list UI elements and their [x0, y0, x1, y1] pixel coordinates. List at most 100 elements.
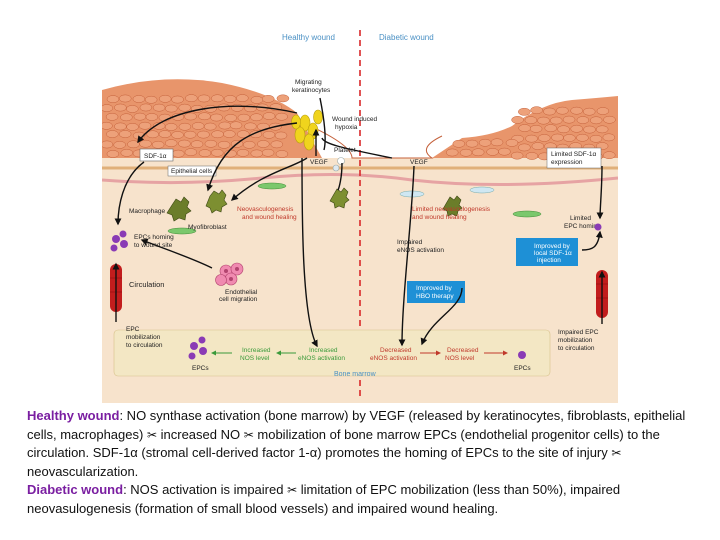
epidermis-cell [139, 103, 153, 112]
label-myofibroblast: Myofibroblast [188, 224, 227, 231]
epidermis-cell [486, 148, 499, 156]
label-epithelial-cells: Epithelial cells [171, 168, 213, 175]
epidermis-cell [133, 112, 147, 121]
epidermis-cell [102, 121, 113, 130]
epidermis-cell [236, 94, 249, 102]
limited-sdf-box [546, 147, 602, 169]
epidermis-cell [178, 103, 191, 112]
caption-diabetic-text-2: limitation of EPC mobilization (less tha… [27, 482, 621, 516]
epidermis-cell [595, 125, 609, 134]
epidermis-cell [576, 133, 589, 142]
epidermis-cell [518, 107, 531, 116]
epidermis-cell [178, 139, 191, 148]
epidermis-cell [114, 122, 127, 131]
epidermis-cell [459, 148, 473, 157]
platelet-icon [332, 157, 345, 172]
epidermis-cell [164, 123, 178, 131]
scissors-icon: ✂ [287, 483, 298, 497]
epidermis-cell [106, 150, 120, 158]
epidermis-cell [261, 148, 275, 157]
epidermis-cell [217, 140, 231, 149]
epidermis-cell [262, 130, 276, 139]
epidermis-cell [223, 130, 236, 138]
epidermis-cell [570, 124, 583, 133]
epc-cells-bone-marrow [188, 336, 526, 360]
epidermis-cell [276, 94, 290, 103]
label-bone-marrow: Bone marrow [334, 371, 377, 378]
epidermis-cell [603, 151, 616, 160]
epidermis-cell [445, 148, 459, 157]
epidermis-cell [158, 94, 172, 103]
epidermis-cell [603, 115, 616, 124]
epidermis-cell [172, 149, 185, 158]
epidermis-cell [244, 122, 257, 131]
scissors-icon: ✂ [146, 427, 158, 442]
epidermis-cell [190, 140, 204, 149]
epidermis-cell [120, 113, 133, 122]
epidermis-cell [198, 112, 211, 121]
wound-healing-diagram: Healthy wound Diabetic wound Migrating k… [102, 18, 618, 403]
epidermis-cell [118, 94, 132, 103]
info-box-hbo [407, 281, 465, 303]
label-decreased-enos: Decreased eNOS activation [370, 347, 417, 362]
epidermis-cell [118, 130, 132, 138]
epidermis-cell [511, 116, 524, 124]
label-improved-local-sdf: Improved by local SDF-1α injection [534, 243, 574, 264]
epidermis-cell [223, 95, 237, 103]
label-epcs-right: EPCs [514, 365, 531, 372]
epidermis-cell [185, 94, 198, 103]
caption-healthy-label: Healthy wound [27, 408, 120, 423]
label-endothelial-migration: Endothelial cell migration [219, 289, 259, 303]
epidermis-cell [152, 103, 166, 112]
caption: Healthy wound: NO synthase activation (b… [27, 407, 707, 518]
epidermis-cell [602, 133, 616, 142]
epidermis-cell [183, 130, 197, 139]
epidermis-cell [138, 121, 152, 130]
epidermis-cell [490, 138, 504, 147]
epidermis-cell [529, 124, 543, 133]
label-migrating-keratinocytes: Migrating keratinocytes [292, 79, 331, 94]
label-impaired-enos: Impaired eNOS activation [397, 239, 444, 254]
caption-healthy-text-4: neovascularization. [27, 463, 139, 479]
label-neovasculogenesis: Neovasculogenesis and wound healing [237, 206, 297, 221]
epidermis-cell [261, 95, 275, 103]
epidermis-cell [498, 147, 511, 156]
epidermis-cell [171, 95, 184, 104]
epidermis-cell [589, 134, 603, 143]
epidermis-cell [471, 148, 485, 157]
label-increased-nos: Increased NOS level [240, 347, 272, 362]
epidermis-cell [139, 139, 152, 148]
macrophage-icon [166, 187, 463, 222]
label-increased-enos: Increased eNOS activation [298, 347, 345, 362]
epidermis-cell [184, 148, 198, 157]
scissors-icon: ✂ [243, 427, 254, 442]
label-impaired-epc-mobilization: Impaired EPC mobilization to circulation [558, 329, 600, 352]
epidermis-cell [211, 130, 224, 139]
epidermis-cell [102, 104, 114, 112]
epidermis-cell [204, 122, 217, 131]
label-wound-hypoxia: Wound induced hypoxia [332, 116, 379, 131]
epidermis-cell [551, 133, 564, 142]
label-circulation: Circulation [129, 280, 164, 289]
epidermis-cell [236, 130, 250, 139]
epidermis-cell [242, 140, 256, 149]
epidermis-cell [275, 112, 288, 121]
epidermis-cell [237, 113, 251, 122]
heading-healthy: Healthy wound [282, 33, 335, 42]
label-vegf-right: VEGF [410, 159, 428, 166]
epidermis-cell [184, 112, 197, 121]
epidermis-cells-diabetic [445, 106, 616, 161]
epidermis-cell [144, 95, 158, 104]
epidermis-cell [530, 106, 543, 115]
caption-healthy-text-2: increased NO [157, 426, 244, 442]
bone-marrow-region [113, 329, 551, 377]
epidermis-cell [262, 112, 276, 120]
epidermis-cell [145, 113, 159, 121]
epidermis-cell [211, 94, 224, 103]
epidermis-cell [538, 134, 551, 142]
label-sdf: SDF-1α [144, 153, 167, 160]
epc-homing-cells [110, 223, 602, 252]
epidermis-cell [229, 121, 243, 130]
label-decreased-nos: Decreased NOS level [445, 347, 480, 362]
epidermis-cell [224, 114, 237, 122]
